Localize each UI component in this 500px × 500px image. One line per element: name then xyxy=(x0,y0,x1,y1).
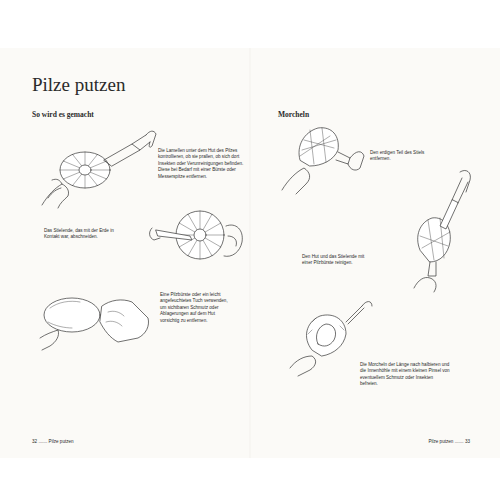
cap-texture xyxy=(48,301,80,328)
morel-stem-illustration xyxy=(282,128,364,194)
mushroom-cap xyxy=(44,298,100,332)
morel-texture xyxy=(300,128,336,164)
hands xyxy=(150,225,243,256)
stem-base xyxy=(79,165,91,175)
mushroom-cap xyxy=(60,152,110,188)
instruction-text: Das Stielende, das mit der Erde in Konta… xyxy=(44,228,114,241)
cloth xyxy=(100,300,149,342)
stem-cut-illustration xyxy=(150,211,243,259)
gills-illustration xyxy=(42,131,156,208)
page-ground xyxy=(0,48,500,458)
right-hand xyxy=(146,131,156,147)
left-hand xyxy=(40,330,59,350)
page-footer: Pilze putzen ....... 33 xyxy=(390,439,470,445)
instruction-text: Die Lamellen unter dem Hut des Pilzes ko… xyxy=(158,148,244,180)
brush xyxy=(440,178,468,229)
stem xyxy=(428,262,436,276)
left-hand xyxy=(42,179,69,208)
brush xyxy=(104,135,150,166)
morel-brush-illustration xyxy=(414,170,470,292)
instruction-text: Eine Pilzbürste oder ein leicht angefeuc… xyxy=(160,292,234,324)
morel-cap xyxy=(299,128,338,166)
instruction-text: Die Morcheln der Länge nach halbieren un… xyxy=(360,362,452,388)
stem xyxy=(194,229,206,241)
hands xyxy=(290,302,372,377)
fingers xyxy=(106,311,124,326)
hands xyxy=(414,170,470,292)
stem xyxy=(336,152,350,164)
morel-half xyxy=(306,315,346,356)
morel-texture xyxy=(308,318,344,334)
gills xyxy=(60,152,110,188)
instruction-text: Den Hut und das Stielende mit einer Pilz… xyxy=(302,254,372,267)
knife xyxy=(156,230,192,240)
morel-halved-illustration xyxy=(290,302,372,377)
small-brush xyxy=(346,306,364,324)
gutter xyxy=(250,48,251,458)
section-heading: So wird es gemacht xyxy=(32,110,232,119)
instruction-text: Den erdigen Teil des Stiels entfernen. xyxy=(370,150,438,163)
page-title: Pilze putzen xyxy=(32,74,125,96)
page-footer: 32 ....... Pilze putzen xyxy=(32,439,112,445)
brush-cap-illustration xyxy=(40,298,149,350)
hands xyxy=(282,152,364,194)
section-heading: Morcheln xyxy=(278,110,428,119)
inner-cavity xyxy=(316,324,335,346)
